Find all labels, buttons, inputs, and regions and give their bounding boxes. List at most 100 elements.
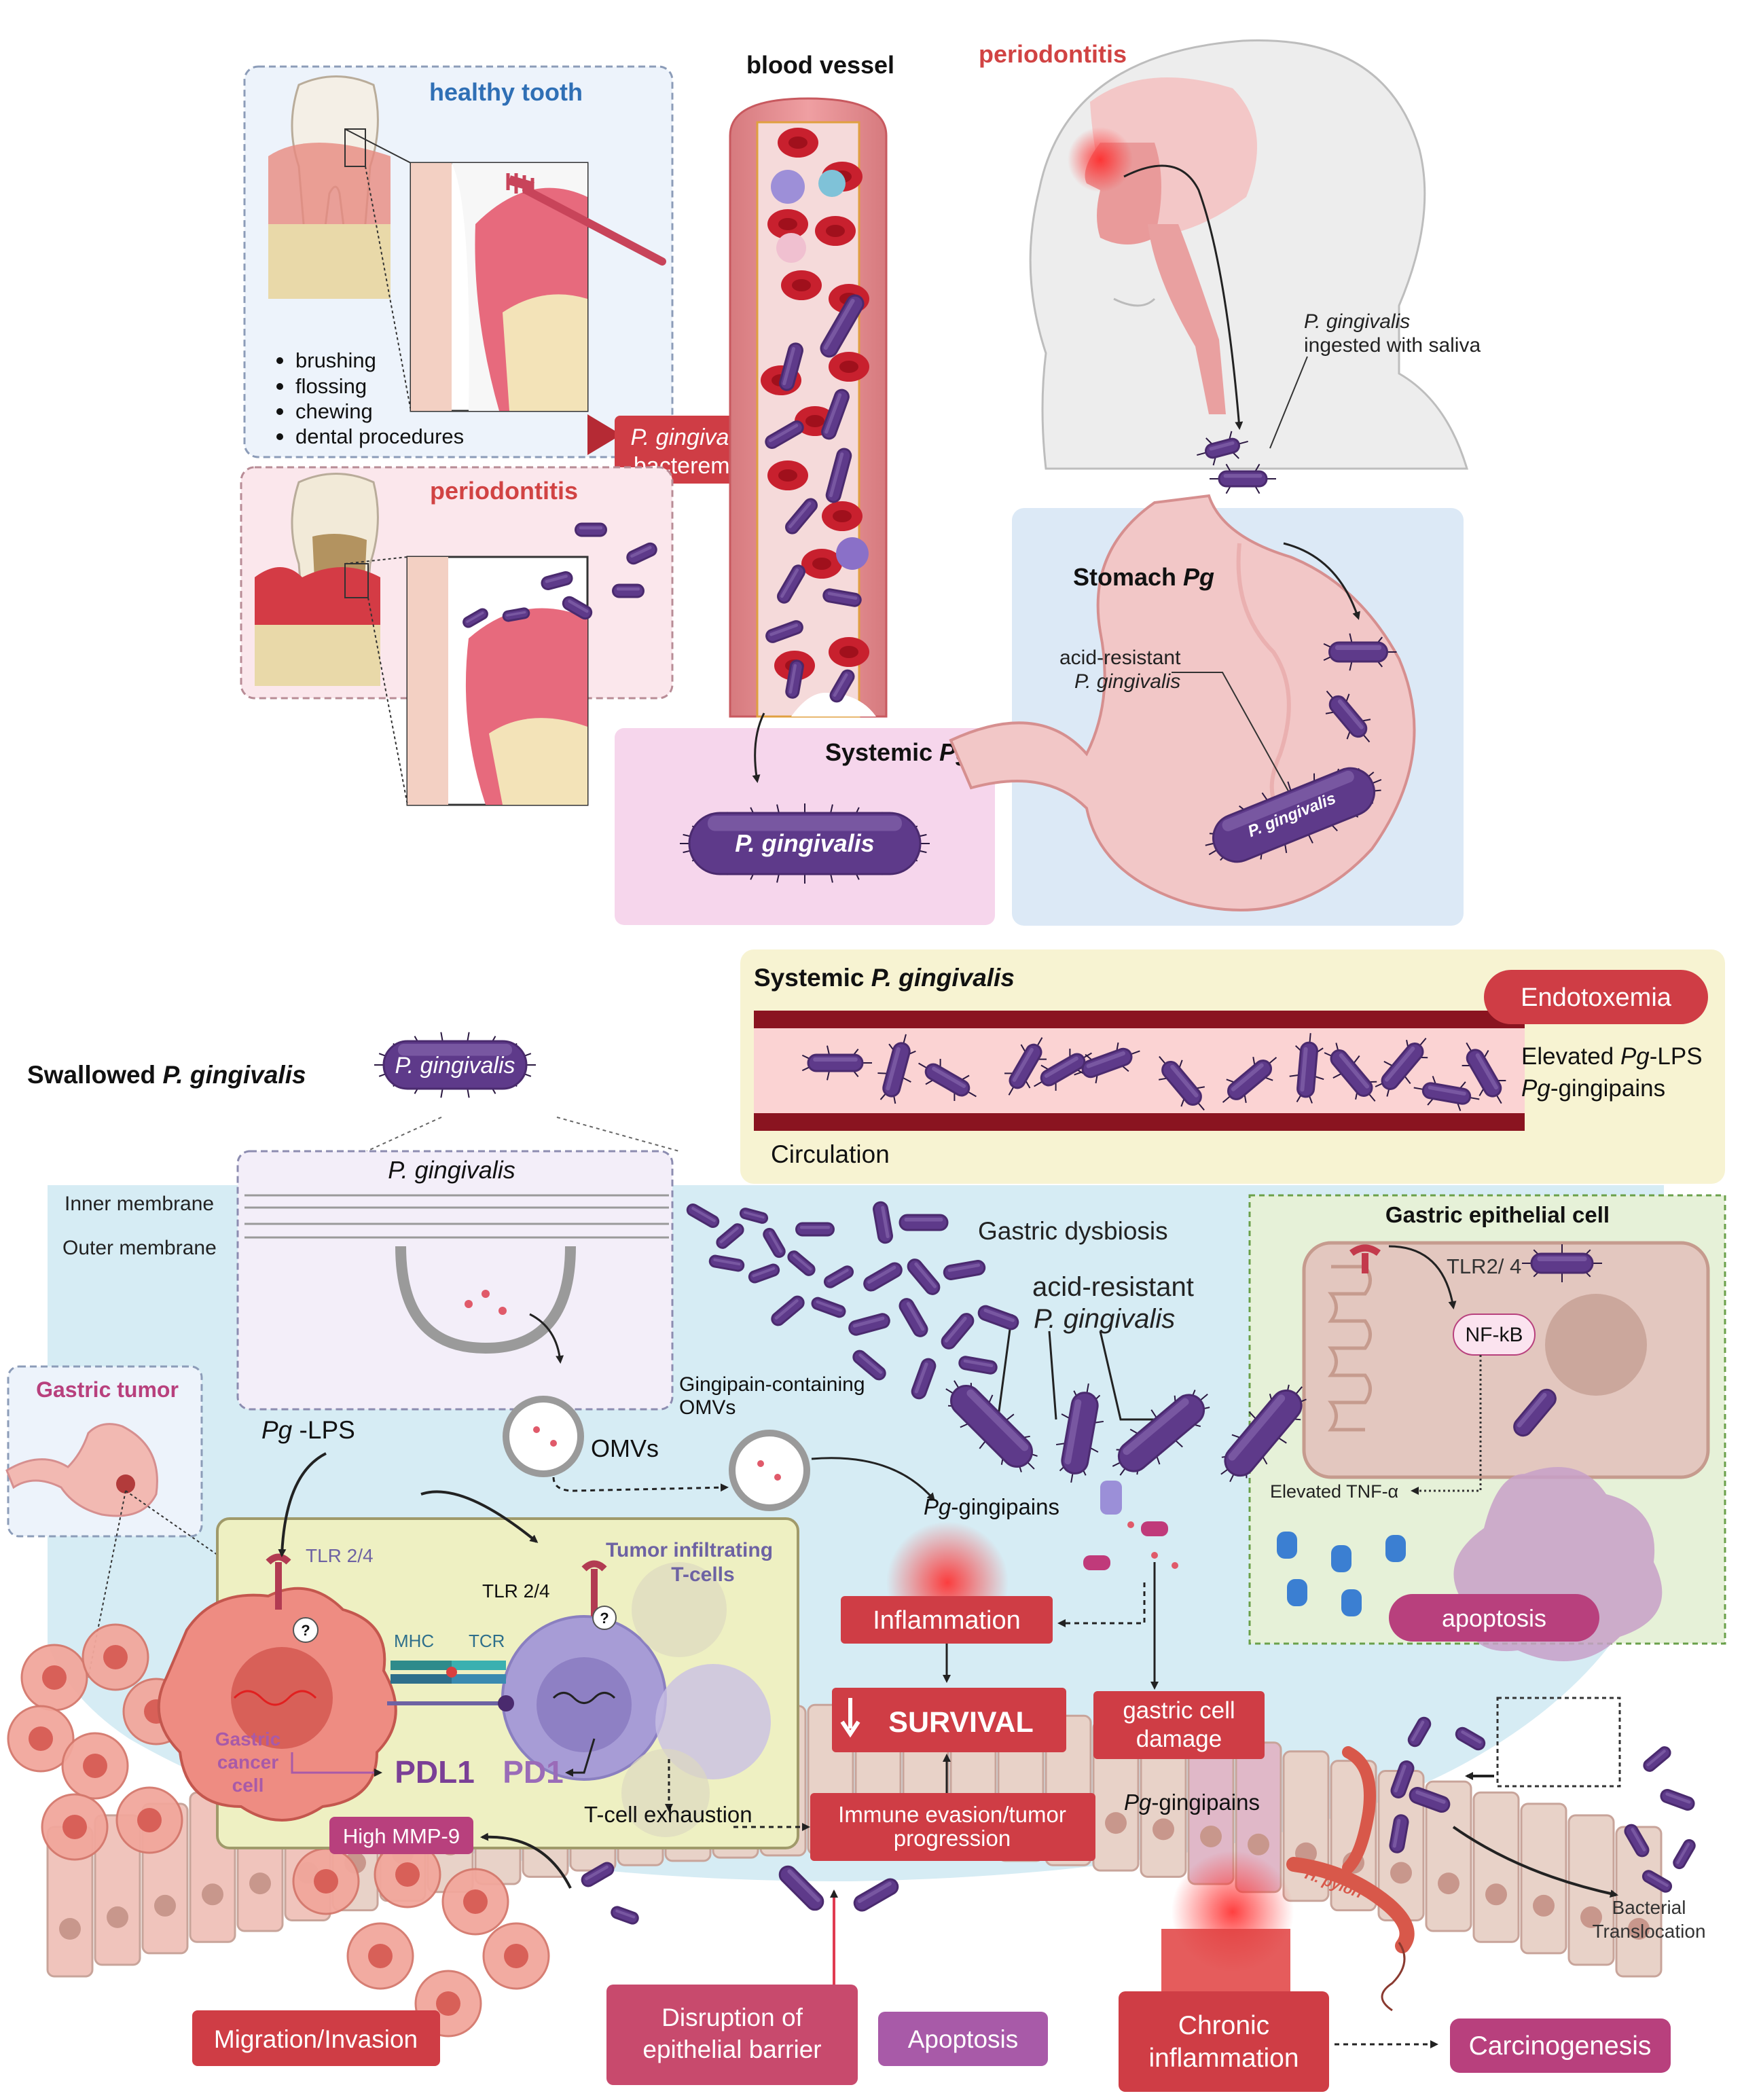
toothbrush-icon	[522, 186, 666, 266]
h-pylori-icon	[1286, 1857, 1415, 1953]
pg-large-icon	[1205, 767, 1382, 863]
pg-large-icon	[680, 803, 930, 884]
lumen-acid-label-line2: P. gingivalis	[1034, 1304, 1175, 1334]
bacterium-icon	[1389, 1814, 1409, 1853]
svg-text:T-cells: T-cells	[671, 1563, 734, 1586]
pg-gingipains-low-label: Pg-gingipains	[1124, 1790, 1260, 1815]
bacterium-icon	[777, 564, 805, 604]
bacterium-icon	[1641, 1870, 1673, 1893]
immune-evasion-line1: Immune evasion/tumor	[838, 1802, 1066, 1827]
gingipain-omvs-line2: OMVs	[679, 1396, 736, 1419]
bacterium-icon	[716, 1223, 744, 1249]
ingested-label-line2: ingested with saliva	[1304, 334, 1481, 357]
healthy-tooth-panel: healthy tooth brushing flossing chewing …	[243, 65, 674, 458]
care-item-brushing: brushing	[295, 348, 376, 372]
inflammation-cluster: Inflammation SURVIVAL Immune evasion/tum…	[733, 1481, 1265, 1861]
bacterium-icon	[911, 1358, 937, 1400]
bacterium-icon	[1210, 463, 1276, 494]
bacterium-icon	[1407, 1716, 1432, 1748]
swallowed-title: Swallowed P. gingivalis	[27, 1061, 306, 1089]
chronic-inflammation-line1: Chronic	[1178, 2011, 1269, 2040]
pd1-label: PD1	[503, 1754, 563, 1790]
bacterium-icon	[852, 1350, 886, 1381]
circulation-label: Circulation	[771, 1140, 890, 1168]
healthy-tooth-title: healthy tooth	[429, 78, 583, 106]
svg-text:Systemic P. gingivalis: Systemic P. gingivalis	[754, 964, 1015, 992]
migration-invasion-badge: Migration/Invasion	[214, 2025, 418, 2053]
apoptosis-epithelial-badge: apoptosis	[1442, 1604, 1546, 1632]
bacterium-icon	[1222, 1057, 1277, 1103]
periodontitis-left-title: periodontitis	[430, 477, 578, 505]
bacterium-icon	[611, 1906, 639, 1925]
bacterium-icon	[873, 1201, 893, 1244]
bacterium-icon	[1409, 1787, 1451, 1813]
gastric-epithelial-panel: NF-kB TLR2/ 4 Elevated TNF-α apoptosis G…	[1248, 1194, 1726, 1661]
periodontitis-tooth-panel: periodontitis	[240, 466, 674, 806]
omvs-label: OMVs	[591, 1434, 659, 1462]
blood-vessel-title: blood vessel	[746, 51, 894, 79]
svg-text:High MMP-9: High MMP-9	[343, 1824, 460, 1848]
bacterium-icon	[899, 1298, 928, 1337]
survival-badge: SURVIVAL	[888, 1706, 1033, 1739]
bacterium-icon	[1112, 1390, 1210, 1476]
bacterium-icon	[941, 1313, 975, 1350]
svg-text:Gastric epithelial cell: Gastric epithelial cell	[1385, 1202, 1610, 1227]
svg-text:MHC: MHC	[394, 1631, 434, 1651]
bacterium-icon	[958, 1356, 998, 1375]
stomach-panel: Stomach Pg acid-resistant P. gingivalis	[949, 494, 1464, 926]
bacterium-icon	[823, 1265, 854, 1288]
care-item-flossing: flossing	[295, 374, 367, 398]
periodontitis-right-title: periodontitis	[979, 40, 1127, 68]
endotoxemia-badge	[1484, 970, 1708, 1024]
bacterium-icon	[1220, 1384, 1307, 1483]
bacterium-icon	[848, 1313, 890, 1336]
chronic-inflammation-line2: inflammation	[1148, 2044, 1299, 2073]
disruption-line2: epithelial barrier	[642, 2035, 821, 2063]
bacteria-layer	[462, 294, 1696, 1925]
bacterium-icon	[1643, 1746, 1671, 1772]
svg-text:TCR: TCR	[469, 1631, 505, 1651]
bacterium-icon	[765, 420, 804, 449]
lumen-acid-label-line1: acid-resistant	[1032, 1272, 1194, 1302]
bacterium-icon	[1673, 1839, 1696, 1870]
bacterium-icon	[811, 1297, 846, 1318]
bacterial-translocation-line1: Bacterial	[1612, 1897, 1686, 1918]
bacterium-icon	[462, 608, 488, 628]
svg-text:cell: cell	[232, 1775, 264, 1796]
mmp9-badge	[329, 1817, 473, 1854]
membrane-panel: P. gingivalis Inner membrane Outer membr…	[62, 1117, 680, 1411]
svg-text:P. gingivalis: P. gingivalis	[735, 829, 874, 857]
bacterium-icon	[778, 1865, 824, 1911]
bacterium-icon	[1513, 1388, 1557, 1437]
bacterium-icon	[541, 571, 573, 590]
tumor-interaction-panel: ? Gastric cancer cell TLR 2/4 ? TLR 2/4 …	[157, 1517, 799, 1849]
bacterium-icon	[765, 620, 803, 643]
systemic-bacterium-large: P. gingivalis	[680, 803, 930, 884]
bacterium-icon	[1323, 633, 1397, 671]
bacterium-icon	[502, 607, 530, 622]
bacterium-icon	[785, 659, 804, 699]
gingipain-omvs-line1: Gingipain-containing	[679, 1373, 865, 1396]
bacterium-icon	[899, 1214, 949, 1231]
svg-text:P. gingivalis: P. gingivalis	[395, 1053, 515, 1079]
swallowed-bacterium: P. gingivalis	[374, 1032, 536, 1098]
bacterium-icon	[977, 1305, 1019, 1330]
bacterium-icon	[1660, 1789, 1695, 1811]
bacterium-icon	[863, 1262, 903, 1292]
bacterium-icon	[1325, 690, 1371, 743]
svg-text:Stomach Pg: Stomach Pg	[1073, 563, 1214, 591]
bacterium-icon	[1197, 431, 1248, 466]
bacterium-icon	[785, 498, 818, 535]
pdl1-label: PDL1	[395, 1754, 475, 1790]
bacterium-icon	[829, 669, 855, 703]
stomach-acid-label-line2: P. gingivalis	[1074, 670, 1180, 693]
bacterium-icon	[801, 1045, 872, 1081]
inflammation-badge: Inflammation	[873, 1606, 1021, 1635]
gastric-damage-line2: damage	[1136, 1726, 1222, 1752]
t-cell-tlr-receptor-icon	[581, 1560, 607, 1616]
bacterium-icon	[763, 1227, 786, 1259]
bacterium-icon	[708, 1254, 745, 1272]
bacterium-icon	[825, 448, 852, 503]
bacterium-icon	[1289, 1033, 1324, 1104]
